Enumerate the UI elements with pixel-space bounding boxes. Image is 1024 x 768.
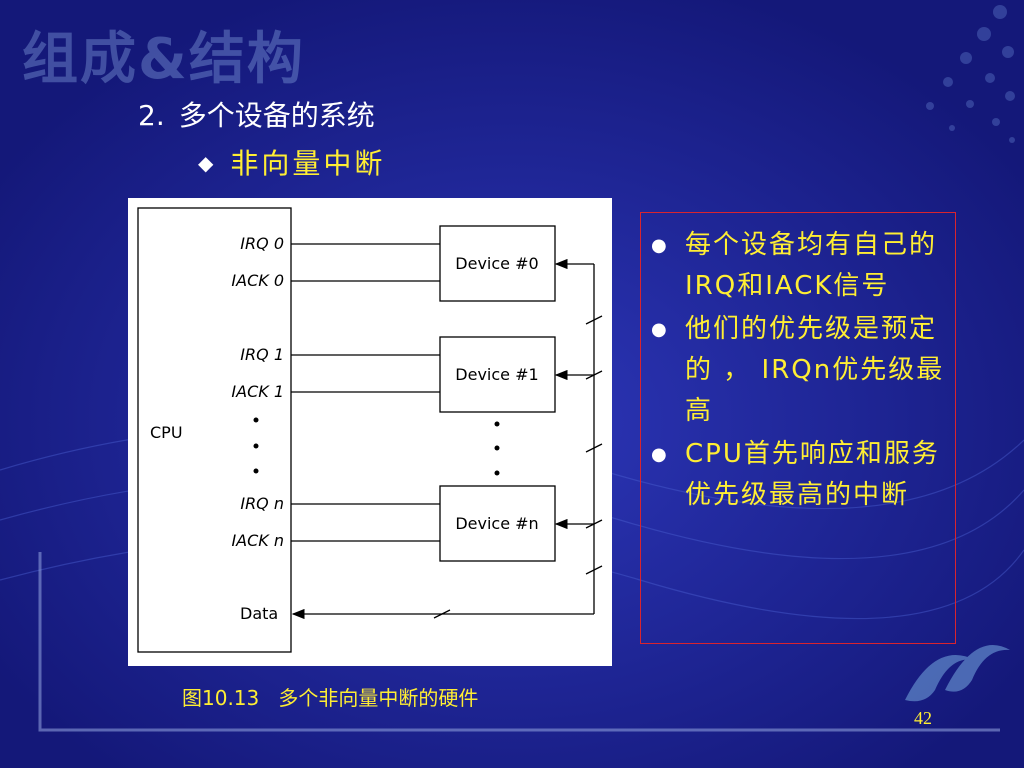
note-item: ● 每个设备均有自己的IRQ和IACK信号 xyxy=(649,225,947,307)
cpu-box xyxy=(137,207,292,653)
ellipsis-dots xyxy=(253,417,500,476)
irq-n-label: IRQ n xyxy=(240,494,284,513)
bullet-dot-icon: ● xyxy=(651,444,667,465)
cpu-label: CPU xyxy=(150,423,183,442)
note-item: ● 他们的优先级是预定的 ， IRQn优先级最高 xyxy=(649,309,947,432)
dolphin-icon xyxy=(905,645,1010,702)
iack-0-label: IACK 0 xyxy=(231,271,284,290)
device-1-label: Device #1 xyxy=(455,365,538,384)
section-title: 2. 多个设备的系统 xyxy=(138,94,375,134)
note-text: 每个设备均有自己的IRQ和IACK信号 xyxy=(685,230,938,301)
subsection-title-text: 非向量中断 xyxy=(230,147,386,180)
figure-caption: 图10.13 多个非向量中断的硬件 xyxy=(182,686,479,710)
notes-box: ● 每个设备均有自己的IRQ和IACK信号 ● 他们的优先级是预定的 ， IRQ… xyxy=(640,212,956,644)
note-item: ● CPU首先响应和服务优先级最高的中断 xyxy=(649,434,947,516)
diamond-bullet-icon: ◆ xyxy=(198,151,217,175)
device-0-label: Device #0 xyxy=(455,254,538,273)
subsection-title: ◆ 非向量中断 xyxy=(198,142,385,182)
note-text: CPU首先响应和服务优先级最高的中断 xyxy=(685,439,940,510)
device-n-label: Device #n xyxy=(455,514,538,533)
section-number: 2. xyxy=(138,99,165,132)
watermark-title: 组成&结构 xyxy=(22,27,305,92)
note-text: 他们的优先级是预定的 ， IRQn优先级最高 xyxy=(685,314,945,426)
iack-n-label: IACK n xyxy=(231,531,284,550)
interrupt-hardware-figure: CPU Data IRQ 0 IACK 0 IRQ 1 IACK 1 IRQ n… xyxy=(128,198,612,666)
bullet-dot-icon: ● xyxy=(651,319,667,340)
irq-1-label: IRQ 1 xyxy=(240,345,284,364)
irq-0-label: IRQ 0 xyxy=(240,234,284,253)
interrupt-diagram: CPU Data IRQ 0 IACK 0 IRQ 1 IACK 1 IRQ n… xyxy=(137,207,603,653)
section-title-text: 多个设备的系统 xyxy=(178,99,375,132)
data-label: Data xyxy=(240,604,278,623)
iack-1-label: IACK 1 xyxy=(231,382,284,401)
page-number: 42 xyxy=(914,708,932,728)
bullet-dot-icon: ● xyxy=(651,235,667,256)
